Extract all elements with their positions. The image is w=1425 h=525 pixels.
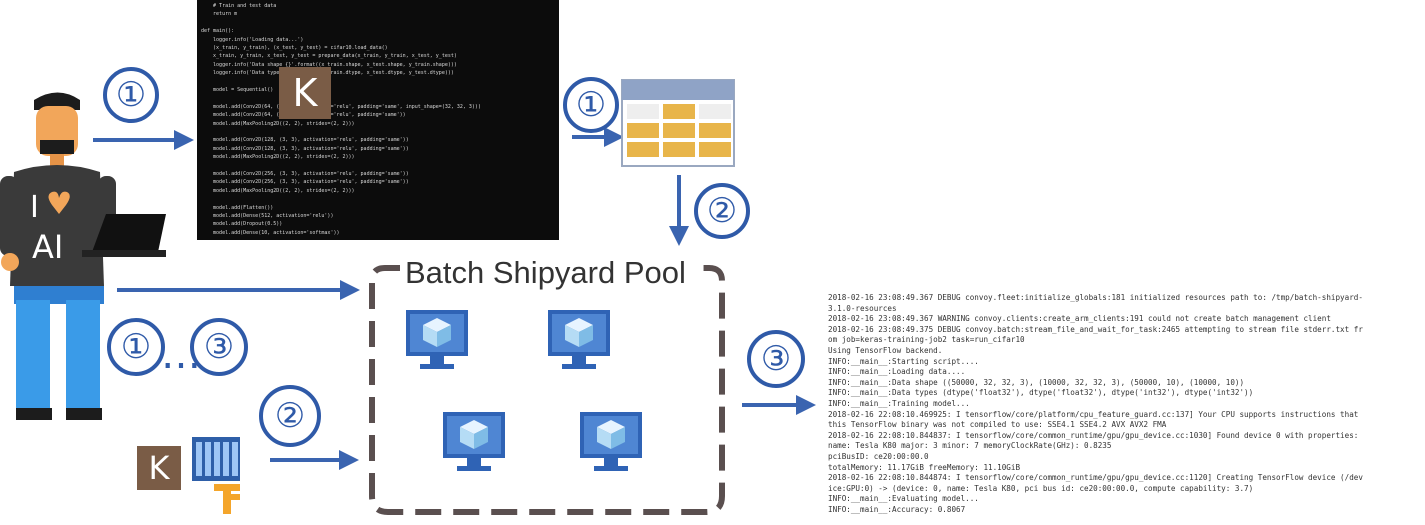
log-line: pciBusID: ce20:00:00.0	[828, 451, 929, 461]
code-line: model.add(Conv2D(256, (3, 3), activation…	[201, 179, 409, 186]
code-line: # Train and test data	[201, 3, 277, 9]
code-line: model.add(Conv2D(64, (3, 3), activation=…	[201, 103, 481, 110]
step-1-circle-top: ①	[103, 67, 159, 123]
vm-monitor-3	[443, 412, 505, 471]
step-1-circle-range: ①	[107, 318, 165, 376]
log-line: 2018-02-16 22:08:10.844874: I tensorflow…	[828, 473, 1363, 483]
log-line: INFO:__main__:Starting script....	[828, 356, 979, 366]
code-panel: # Train and test data return m def main()…	[197, 0, 559, 240]
step-2-circle-bottom: ②	[259, 385, 321, 447]
code-line: model.add(Conv2D(256, (3, 3), activation…	[201, 171, 409, 177]
vm-monitor-2	[548, 310, 610, 369]
log-line: this TensorFlow binary was not compiled …	[828, 420, 1167, 430]
code-line: def main():	[201, 28, 235, 35]
step-3-circle-log: ③	[747, 330, 805, 388]
code-line: model.add(Dense(512, activation='relu'))	[201, 213, 334, 219]
pool-title: Batch Shipyard Pool	[405, 255, 686, 290]
log-panel: 2018-02-16 23:08:49.367 DEBUG convoy.fle…	[828, 293, 1418, 515]
pool-border	[369, 265, 725, 515]
log-line: 2018-02-16 23:08:49.375 DEBUG convoy.bat…	[828, 324, 1363, 334]
log-line: 2018-02-16 23:08:49.367 WARNING convoy.c…	[828, 314, 1331, 324]
log-line: INFO:__main__:Training model...	[828, 398, 970, 408]
log-line: Using TensorFlow backend.	[828, 345, 943, 355]
code-line: model.add(MaxPooling2D((2, 2), strides=(…	[201, 120, 355, 127]
step-2-circle-down: ②	[694, 183, 750, 239]
step-3-circle-range: ③	[190, 318, 248, 376]
log-line: INFO:__main__:Data shape ((50000, 32, 32…	[828, 377, 1245, 387]
step-1-circle-table: ①	[563, 77, 619, 133]
container-icon	[192, 437, 240, 481]
shirt-text-i: I	[30, 190, 39, 225]
vm-monitor-1	[406, 310, 468, 369]
code-line: model.add(Dropout(0.5))	[201, 221, 283, 228]
log-line: totalMemory: 11.17GiB freeMemory: 11.10G…	[828, 462, 1021, 472]
log-line: 2018-02-16 23:08:49.367 DEBUG convoy.fle…	[828, 293, 1363, 302]
code-line: logger.info('Data shape {}'.format((x_tr…	[201, 61, 457, 68]
code-line: model.add(MaxPooling2D((2, 2), strides=(…	[201, 154, 355, 161]
vm-monitor-4	[580, 412, 642, 471]
laptop-icon	[82, 214, 166, 257]
code-line: model.add(Dense(10, activation='softmax'…	[201, 229, 340, 236]
log-line: 2018-02-16 22:08:10.469925: I tensorflow…	[828, 409, 1359, 419]
code-line: model.add(Conv2D(128, (3, 3), activation…	[201, 137, 409, 144]
keras-logo: K	[279, 67, 331, 119]
data-table-icon	[621, 79, 735, 167]
code-line: (x_train, y_train), (x_test, y_test) = c…	[201, 45, 388, 51]
log-line: name: Tesla K80 major: 3 minor: 7 memory…	[828, 441, 1112, 451]
log-line: om job=keras-training-job2 task=run_cifa…	[828, 335, 1025, 345]
log-line: INFO:__main__:Accuracy: 0.8067	[828, 504, 966, 514]
code-line: model.add(MaxPooling2D((2, 2), strides=(…	[201, 187, 355, 194]
keras-logo-bottom: K	[137, 446, 181, 490]
log-line: INFO:__main__:Loading data....	[828, 367, 966, 377]
log-line: 3.1.0-resources	[828, 303, 897, 313]
code-line: return m	[201, 11, 238, 18]
shirt-text-ai: AI	[32, 228, 64, 266]
code-line: model.add(Flatten())	[201, 204, 274, 211]
log-line: 2018-02-16 22:08:10.844837: I tensorflow…	[828, 430, 1359, 440]
log-line: ice:GPU:0) -> (device: 0, name: Tesla K8…	[828, 483, 1254, 493]
code-line: x_train, y_train, x_test, y_test = prepa…	[201, 53, 457, 60]
code-line: logger.info('Loading data...')	[201, 36, 304, 43]
code-line: model = Sequential()	[201, 87, 274, 93]
tensorflow-logo-bottom	[214, 484, 240, 514]
log-line: INFO:__main__:Evaluating model...	[828, 494, 979, 504]
code-line: model.add(Conv2D(128, (3, 3), activation…	[201, 145, 409, 152]
log-line: INFO:__main__:Data types (dtype('float32…	[828, 388, 1254, 398]
